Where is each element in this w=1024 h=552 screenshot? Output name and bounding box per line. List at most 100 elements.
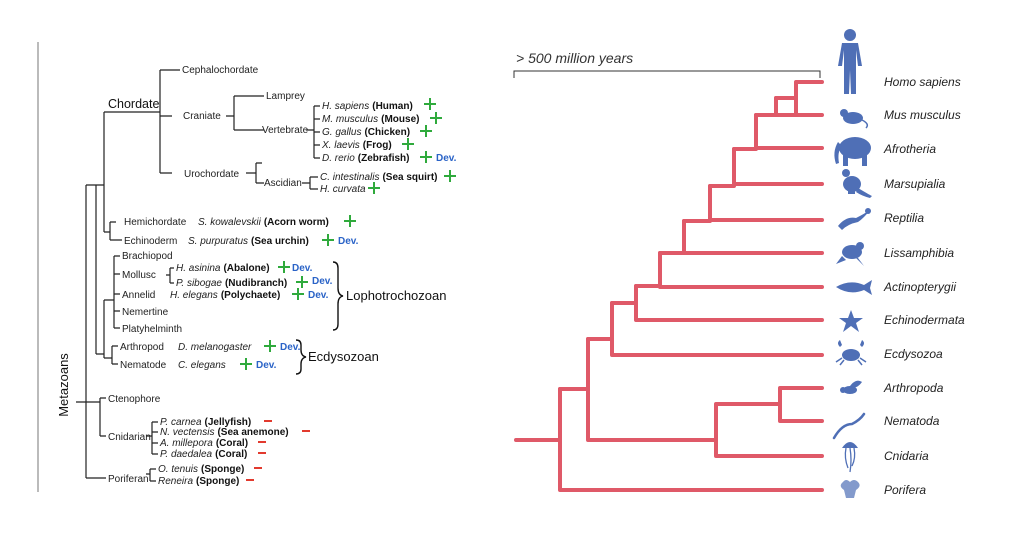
- dev-label-drer: Dev.: [436, 153, 457, 164]
- mouse-icon: [840, 109, 869, 129]
- group-lophotrochozoan: Lophotrochozoan: [346, 288, 446, 303]
- group-annelid: Annelid: [122, 290, 155, 301]
- dev-labels: Dev. Dev. Dev. Dev. Dev. Dev. Dev.: [256, 153, 457, 371]
- nematode-icon: [832, 412, 866, 440]
- plus-marker-mmus: [430, 112, 442, 124]
- group-vertebrate: Vertebrate: [262, 125, 309, 136]
- taxon-label-1: Mus musculus: [884, 108, 961, 122]
- plus-marker-hasi: [278, 261, 290, 273]
- group-chordate: Chordate: [108, 97, 159, 111]
- timescale-label: > 500 million years: [516, 50, 633, 66]
- starfish-icon: [839, 310, 863, 332]
- group-cnidarian: Cnidarian: [108, 432, 151, 443]
- taxon-label-12: Porifera: [884, 483, 926, 497]
- group-ecdysozoan: Ecdysozoan: [308, 349, 379, 364]
- taxon-label-7: Echinodermata: [884, 313, 965, 327]
- dev-label-hasi: Dev.: [292, 263, 313, 274]
- species-pcar: P. carnea(Jellyfish): [160, 417, 251, 428]
- plus-marker-hele: [292, 288, 304, 300]
- species-skow: S. kowalevskii(Acorn worm): [198, 217, 329, 228]
- plus-marker-psib: [296, 276, 308, 288]
- species-psib: P. sibogae(Nudibranch): [176, 278, 287, 289]
- group-platyhelminth: Platyhelminth: [122, 324, 182, 335]
- genome-markers: [240, 98, 456, 481]
- group-brachiopod: Brachiopod: [122, 251, 173, 262]
- species-hcur: H. curvata: [320, 184, 366, 195]
- dev-label-hele: Dev.: [308, 290, 329, 301]
- taxon-label-4: Reptilia: [884, 211, 924, 225]
- right-phylogeny-panel: > 500 million years: [500, 0, 1024, 547]
- species-spur: S. purpuratus(Sea urchin): [188, 236, 309, 247]
- left-tree-branches: [76, 69, 320, 482]
- root-label: Metazoans: [56, 353, 71, 417]
- species-cele: C. elegans: [178, 360, 226, 371]
- right-tree-branches: [514, 80, 824, 492]
- dev-label-cele: Dev.: [256, 360, 277, 371]
- group-nemertine: Nemertine: [122, 307, 169, 318]
- species-dmel: D. melanogaster: [178, 342, 252, 353]
- taxon-label-10: Nematoda: [884, 414, 940, 428]
- right-taxa-labels: Homo sapiens Mus musculus Afrotheria Mar…: [883, 75, 965, 497]
- left-phylogeny-svg: Metazoans Chordate Cephalochordate: [37, 42, 457, 492]
- group-lamprey: Lamprey: [266, 91, 305, 102]
- taxon-silhouettes: [832, 29, 872, 498]
- species-ggal: G. gallus(Chicken): [322, 127, 410, 138]
- ecdysozoan-brace: [295, 339, 307, 375]
- species-xlae: X. laevis(Frog): [321, 140, 392, 151]
- fish-icon: [836, 280, 872, 295]
- jellyfish-icon: [842, 442, 858, 473]
- lophotrochozoan-brace: [332, 261, 344, 331]
- right-phylogeny-svg: > 500 million years: [513, 29, 965, 498]
- fly-icon: [840, 380, 862, 394]
- dev-label-spur: Dev.: [338, 236, 359, 247]
- group-hemichordate: Hemichordate: [124, 217, 187, 228]
- species-cint: C. intestinalis(Sea squirt): [320, 172, 437, 183]
- plus-marker-hsap: [424, 98, 436, 110]
- crab-icon: [835, 340, 867, 366]
- species-reni: Reneira(Sponge): [158, 476, 239, 487]
- species-mmus: M. musculus(Mouse): [322, 114, 419, 125]
- sponge-icon: [840, 480, 860, 498]
- plus-marker-drer: [420, 151, 432, 163]
- species-hsap: H. sapiens(Human): [322, 101, 413, 112]
- dev-label-psib: Dev.: [312, 276, 333, 287]
- dev-label-dmel: Dev.: [280, 342, 301, 353]
- group-cephalochordate: Cephalochordate: [182, 65, 259, 76]
- taxon-label-2: Afrotheria: [883, 142, 936, 156]
- species-drer: D. rerio(Zebrafish): [322, 153, 409, 164]
- plus-marker-cele: [240, 358, 252, 370]
- left-group-labels: Chordate Cephalochordate Craniate Lampre…: [108, 65, 309, 485]
- species-amil: A. millepora(Coral): [159, 438, 248, 449]
- species-oten: O. tenuis(Sponge): [158, 464, 244, 475]
- kangaroo-icon: [842, 169, 872, 198]
- left-phylogeny-panel: Metazoans Chordate Cephalochordate: [0, 0, 500, 547]
- species-pdae: P. daedalea(Coral): [160, 449, 247, 460]
- lizard-icon: [838, 208, 871, 230]
- elephant-icon: [834, 137, 871, 166]
- frog-icon: [836, 242, 864, 266]
- species-hasi: H. asinina(Abalone): [176, 263, 270, 274]
- species-nvec: N. vectensis(Sea anemone): [160, 427, 289, 438]
- plus-marker-xlae: [402, 138, 414, 150]
- timescale-bracket: [513, 70, 821, 78]
- plus-marker-cint: [444, 170, 456, 182]
- plus-marker-hcur: [368, 182, 380, 194]
- group-nematode: Nematode: [120, 360, 167, 371]
- taxon-label-8: Ecdysozoa: [884, 347, 943, 361]
- taxon-label-9: Arthropoda: [883, 381, 944, 395]
- taxon-label-6: Actinopterygii: [883, 280, 956, 294]
- plus-marker-skow: [344, 215, 356, 227]
- group-craniate: Craniate: [183, 111, 221, 122]
- group-urochordate: Urochordate: [184, 169, 239, 180]
- plus-marker-ggal: [420, 125, 432, 137]
- group-ascidian: Ascidian: [264, 178, 302, 189]
- taxon-label-11: Cnidaria: [884, 449, 929, 463]
- human-icon: [838, 29, 862, 94]
- group-arthropod: Arthropod: [120, 342, 164, 353]
- plus-marker-spur: [322, 234, 334, 246]
- group-ctenophore: Ctenophore: [108, 394, 161, 405]
- group-poriferan: Poriferan: [108, 474, 149, 485]
- taxon-label-5: Lissamphibia: [884, 246, 954, 260]
- taxon-label-0: Homo sapiens: [884, 75, 961, 89]
- group-echinoderm: Echinoderm: [124, 236, 177, 247]
